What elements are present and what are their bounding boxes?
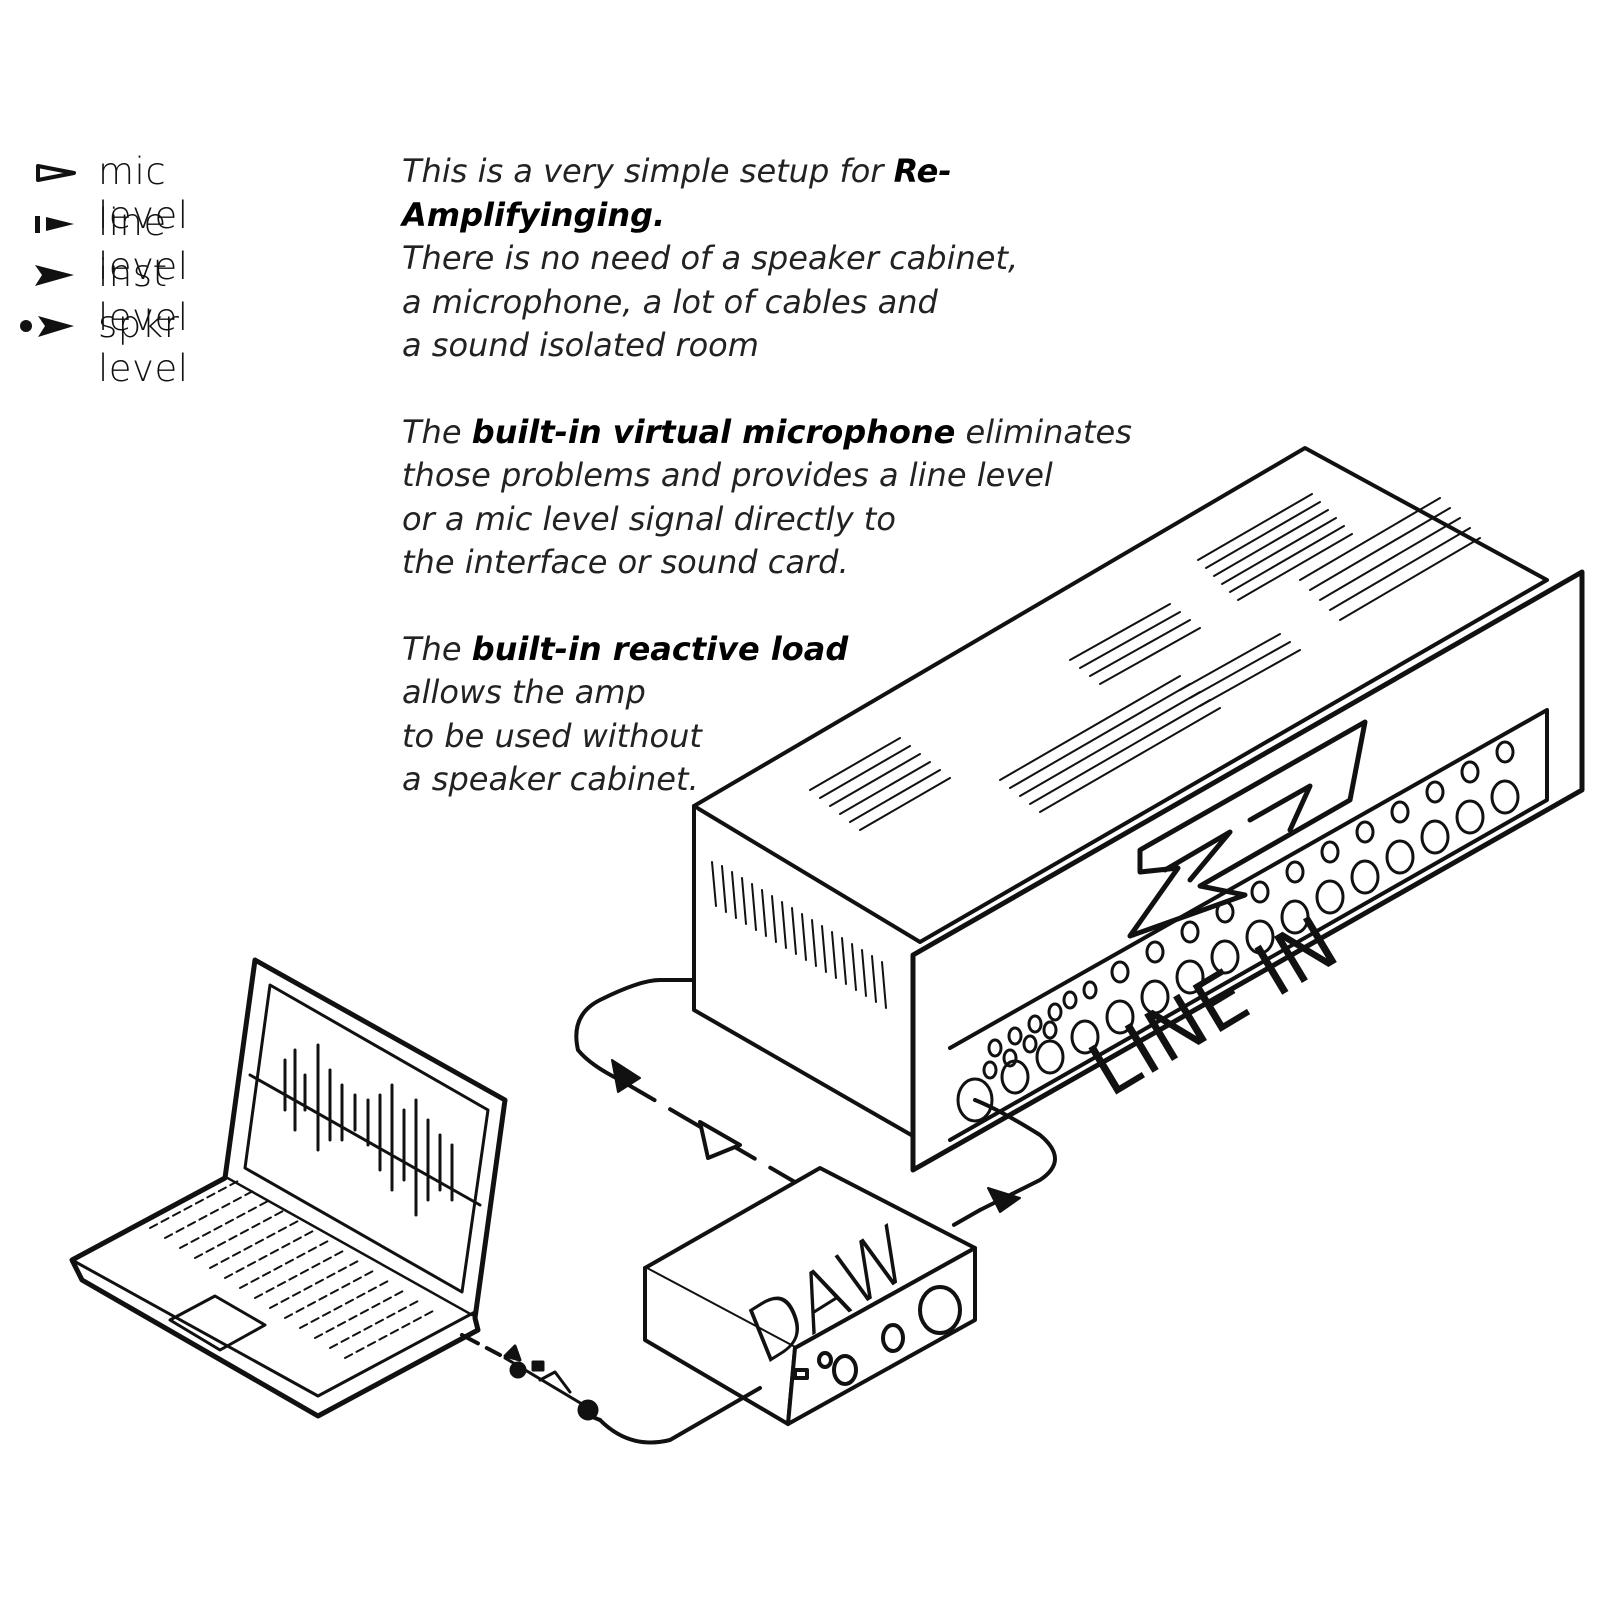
legend-label: line level	[98, 201, 189, 288]
text-span: or a mic level signal directly to	[402, 499, 896, 538]
text-span: There is no need of a speaker cabinet,	[402, 239, 1019, 277]
touchpad	[168, 1294, 267, 1352]
text-span: The	[402, 412, 472, 451]
open-arrow-icon	[36, 164, 76, 182]
dot-arrow-icon	[20, 316, 74, 337]
highlight-reactive-load: built-in reactive load	[471, 629, 849, 668]
daw-interface	[643, 1166, 977, 1426]
legend-label: spkr level	[98, 303, 189, 390]
waveform	[248, 1043, 482, 1217]
text-span: to be used without	[402, 716, 702, 755]
amp-knobs	[956, 740, 1520, 1123]
filled-arrow-icon	[35, 265, 74, 286]
line-in-jack-icon	[956, 1077, 994, 1123]
text-span: a sound isolated room	[402, 326, 759, 364]
amp-logo	[1127, 719, 1368, 939]
text-span: a speaker cabinet.	[402, 760, 699, 798]
cable-daw-to-line-in	[943, 1098, 1057, 1232]
text-span: allows the amp	[402, 673, 646, 711]
laptop	[69, 957, 508, 1419]
paragraph-intro: This is a very simple setup for Re-Ampli…	[402, 150, 1202, 368]
highlight-reamp: Re-Amplifyinging	[402, 152, 952, 234]
paragraph-virtual-mic: The built-in virtual microphone eliminat…	[402, 411, 1202, 585]
usb-icon	[503, 1344, 599, 1421]
highlight-virtual-mic: built-in virtual microphone	[471, 412, 956, 451]
text-span: those problems and provides a line level	[402, 456, 1053, 494]
bar-arrow-icon	[35, 216, 74, 233]
amplifier-head	[692, 446, 1585, 1173]
text-span: a microphone, a lot of cables and	[402, 282, 938, 321]
side-vent	[711, 861, 887, 1009]
legend-label: mic level	[98, 150, 189, 237]
text-span: .	[653, 195, 666, 234]
text-span: eliminates	[955, 412, 1132, 451]
paragraph-reactive-load: The built-in reactive load allows the am…	[402, 628, 1202, 802]
usb-cable	[460, 1333, 762, 1445]
description-text: This is a very simple setup for Re-Ampli…	[402, 150, 1202, 845]
cable-amp-to-daw	[574, 978, 802, 1187]
text-span: the interface or sound card.	[402, 543, 849, 581]
keyboard	[149, 1179, 436, 1359]
legend-label: inst level	[98, 252, 189, 339]
top-vent	[809, 493, 1481, 831]
text-span: This is a very simple setup for	[402, 152, 894, 190]
text-span: The	[402, 629, 472, 668]
